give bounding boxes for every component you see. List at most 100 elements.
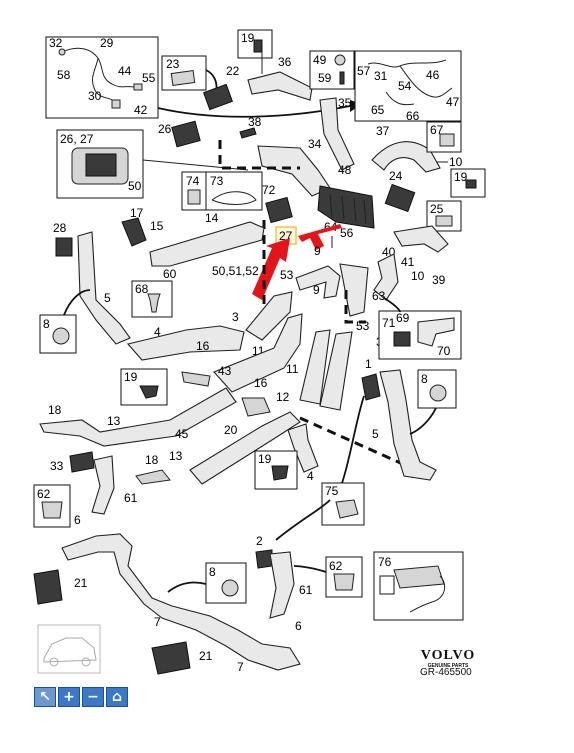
part-label-62-left: 62 bbox=[37, 487, 51, 501]
part-label-31: 31 bbox=[374, 69, 388, 83]
clip-62-right bbox=[333, 573, 355, 591]
vent-grille-72 bbox=[265, 196, 293, 224]
part-label-11-right: 11 bbox=[286, 362, 299, 376]
part-label-76: 76 bbox=[378, 555, 392, 569]
part-label-19-lower-left: 19 bbox=[124, 370, 138, 384]
part-label-7-upper: 7 bbox=[154, 615, 161, 629]
center-vent-screen bbox=[85, 153, 117, 177]
screw-19-right bbox=[465, 179, 477, 189]
home-button[interactable]: ⌂ bbox=[106, 687, 128, 707]
heater-ribs bbox=[329, 193, 367, 225]
part-label-20: 20 bbox=[224, 423, 238, 437]
part-label-47: 47 bbox=[446, 95, 460, 109]
air-duct-7 bbox=[61, 533, 301, 671]
dashed-connection-38 bbox=[218, 140, 300, 170]
part-71 bbox=[393, 331, 411, 347]
vent-33 bbox=[69, 451, 95, 473]
part-label-2: 2 bbox=[256, 534, 263, 548]
harness-wire bbox=[61, 47, 139, 105]
part-label-19-top: 19 bbox=[241, 31, 255, 45]
part-label-74: 74 bbox=[186, 174, 200, 188]
part-label-9-lower: 9 bbox=[313, 283, 320, 297]
part-label-60: 60 bbox=[163, 267, 177, 281]
connector-2 bbox=[255, 549, 273, 569]
air-duct-37 bbox=[371, 141, 441, 173]
part-label-41: 41 bbox=[401, 255, 415, 269]
leader-8-right bbox=[409, 407, 437, 435]
part-label-65: 65 bbox=[371, 103, 385, 117]
part-label-19-lower-center: 19 bbox=[258, 452, 272, 466]
pointer-tool-button[interactable]: ↖ bbox=[34, 687, 56, 707]
part-label-24: 24 bbox=[389, 169, 403, 183]
callout-box-19-top bbox=[237, 29, 273, 59]
part-label-19-right: 19 bbox=[454, 170, 468, 184]
air-duct-36 bbox=[247, 71, 313, 101]
zoom-out-button[interactable]: − bbox=[82, 687, 104, 707]
leader-63 bbox=[383, 297, 401, 313]
part-label-44: 44 bbox=[118, 64, 132, 78]
leader-8-lower bbox=[167, 581, 207, 593]
bolt-59 bbox=[339, 71, 345, 85]
part-label-4-lower: 4 bbox=[307, 469, 314, 483]
part-label-30: 30 bbox=[88, 89, 102, 103]
part-label-68: 68 bbox=[135, 282, 149, 296]
part-label-14: 14 bbox=[205, 211, 219, 225]
air-duct-3-rear bbox=[319, 331, 353, 411]
part-label-23: 23 bbox=[166, 57, 180, 71]
air-duct-11-left bbox=[213, 313, 303, 393]
part-label-9-center: 9 bbox=[314, 244, 321, 258]
vacuum-hose bbox=[367, 59, 453, 106]
callout-box-19-lower-left bbox=[120, 368, 168, 406]
part-label-17: 17 bbox=[130, 206, 144, 220]
callout-box-26-27 bbox=[56, 129, 144, 199]
harness-connector bbox=[111, 99, 121, 109]
module-card-76 bbox=[379, 575, 395, 595]
harness-connector bbox=[58, 48, 66, 56]
air-duct-45 bbox=[39, 387, 237, 447]
air-duct-35 bbox=[319, 97, 355, 171]
part-label-55: 55 bbox=[142, 71, 156, 85]
part-label-5-left: 5 bbox=[104, 291, 111, 305]
clip-62-left bbox=[41, 501, 63, 519]
part-label-16-upper: 16 bbox=[196, 339, 210, 353]
clip-8-right bbox=[429, 384, 447, 402]
air-duct-61-upper bbox=[91, 455, 115, 515]
clip-49 bbox=[334, 54, 346, 66]
red-arrow-left bbox=[252, 238, 290, 300]
part-label-18-lower: 18 bbox=[145, 453, 159, 467]
part-label-42: 42 bbox=[134, 103, 148, 117]
air-duct-70 bbox=[417, 317, 455, 347]
part-label-13-upper: 13 bbox=[107, 414, 121, 428]
vent-grille-22 bbox=[203, 83, 233, 111]
part-label-46: 46 bbox=[426, 68, 440, 82]
part-label-66: 66 bbox=[406, 109, 420, 123]
part-label-58: 58 bbox=[57, 68, 71, 82]
screw-19-lower-center bbox=[271, 465, 289, 481]
volvo-logo: VOLVO bbox=[420, 648, 476, 663]
vent-grille-26 bbox=[171, 120, 201, 148]
air-duct-5-right bbox=[379, 369, 437, 481]
module-wire-76 bbox=[409, 575, 446, 613]
leader-75 bbox=[341, 395, 365, 484]
part-label-5-right: 5 bbox=[372, 427, 379, 441]
part-label-21-lower: 21 bbox=[199, 649, 213, 663]
part-label-18-upper: 18 bbox=[48, 403, 62, 417]
leader-62-right bbox=[293, 565, 327, 573]
part-label-72: 72 bbox=[262, 183, 276, 197]
part-label-3-left: 3 bbox=[232, 310, 239, 324]
zoom-in-button[interactable]: + bbox=[58, 687, 80, 707]
vehicle-thumbnail-wheel bbox=[49, 657, 59, 667]
part-label-6-left: 6 bbox=[74, 513, 81, 527]
clip-38 bbox=[239, 127, 257, 139]
part-label-45: 45 bbox=[175, 427, 189, 441]
part-label-28: 28 bbox=[53, 221, 67, 235]
air-duct-20 bbox=[189, 411, 301, 485]
air-duct-4-lower bbox=[287, 423, 319, 473]
clip-18-lower bbox=[135, 469, 171, 485]
harness-connector bbox=[133, 83, 143, 91]
air-duct-53 bbox=[295, 265, 341, 299]
part-label-75: 75 bbox=[325, 484, 339, 498]
part-label-70: 70 bbox=[437, 344, 451, 358]
screw-19-lower-left bbox=[139, 385, 159, 399]
